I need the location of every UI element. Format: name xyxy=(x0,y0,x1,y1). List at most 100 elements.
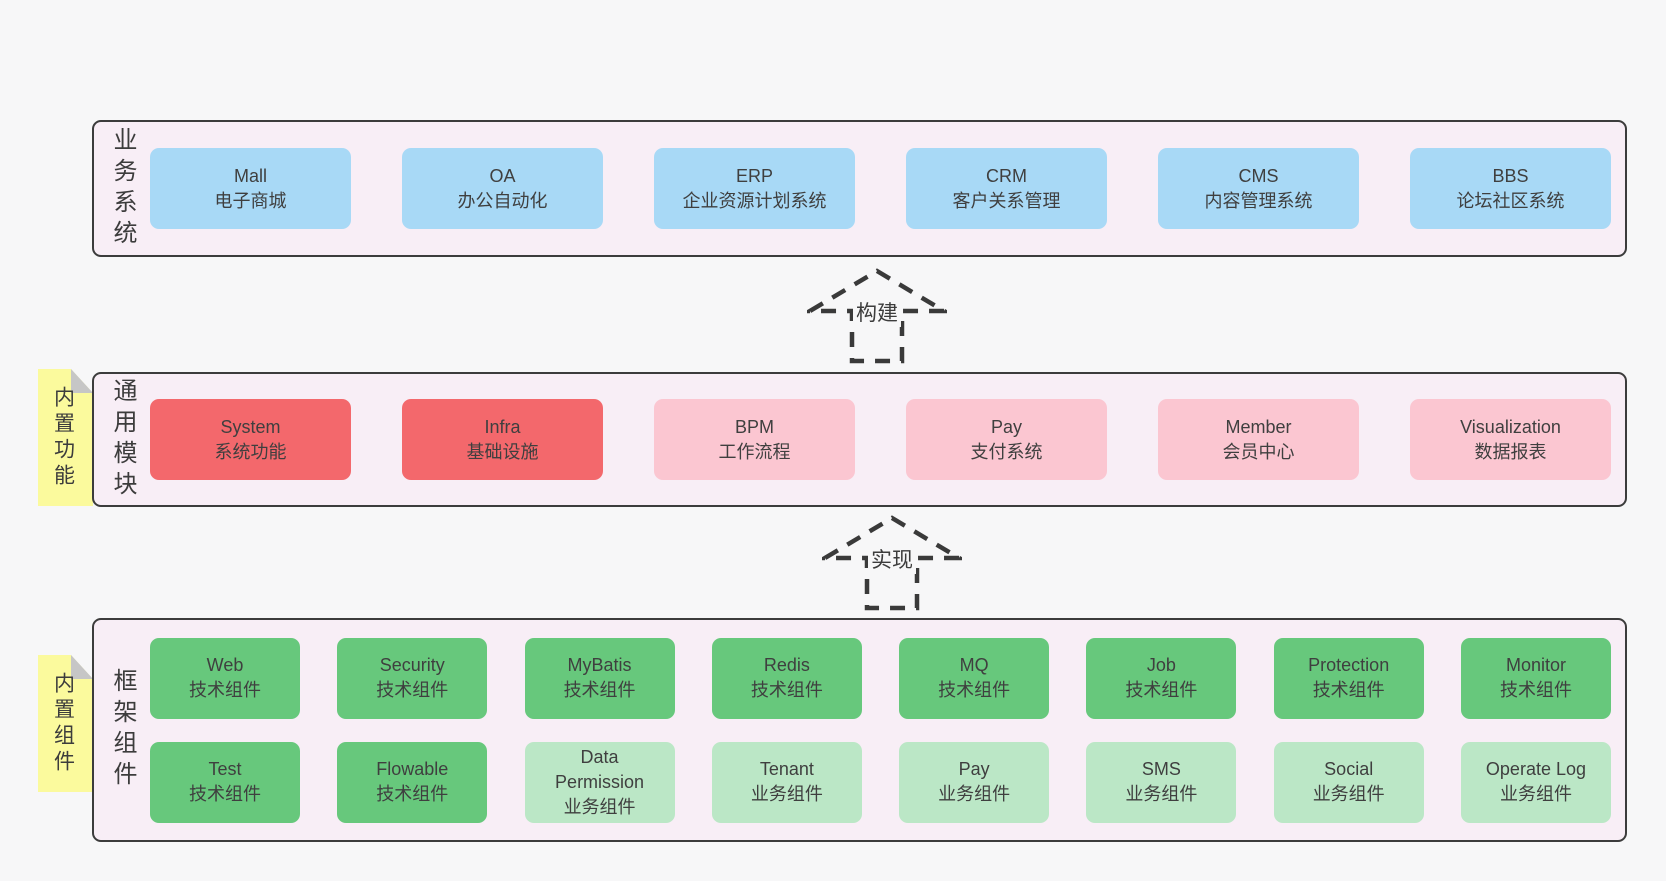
box-title: Social xyxy=(1324,759,1374,779)
diagram-box: Member 会员中心 xyxy=(1158,399,1359,480)
box-title: Pay xyxy=(990,416,1023,437)
box-subtitle: 技术组件 xyxy=(189,784,261,804)
box-subtitle: 数据报表 xyxy=(1474,441,1547,462)
box-subtitle: 办公自动化 xyxy=(457,190,548,211)
diagram-box: Job 技术组件 xyxy=(1086,637,1237,719)
diagram-box: BPM 工作流程 xyxy=(654,399,855,480)
sticky-note-built-in-components: 内置组件 xyxy=(38,655,93,792)
panel-side-label: 框架组件 xyxy=(109,668,136,792)
box-subtitle: 业务组件 xyxy=(563,796,636,817)
panel-common-modules: 通用模块 System 系统功能 Infra 基础设施 BPM 工作流程 Pay 支付系统 Me… xyxy=(92,372,1627,507)
box-title: Security xyxy=(379,655,445,675)
panel-side-label: 业务系统 xyxy=(109,126,136,251)
box-subtitle: 技术组件 xyxy=(563,680,636,700)
diagram-box: Operate Log 业务组件 xyxy=(1460,741,1611,823)
diagram-box: BBS 论坛社区系统 xyxy=(1410,148,1611,229)
box-title: Redis xyxy=(763,655,810,675)
box-subtitle: 论坛社区系统 xyxy=(1456,190,1565,211)
folded-corner-icon xyxy=(71,369,93,393)
box-subtitle: 支付系统 xyxy=(970,441,1043,462)
box-title: Operate Log xyxy=(1485,759,1586,779)
box-title: Protection xyxy=(1308,655,1390,675)
box-title: Infra xyxy=(484,416,521,437)
box-title: Member xyxy=(1225,416,1292,437)
box-subtitle: 基础设施 xyxy=(466,441,539,462)
box-title: System xyxy=(220,416,281,437)
box-subtitle: 技术组件 xyxy=(376,680,449,700)
sticky-note-built-in-functions: 内置功能 xyxy=(38,369,93,506)
sticky-note-shape xyxy=(38,655,93,792)
box-subtitle: 内容管理系统 xyxy=(1204,190,1313,211)
box-title: BBS xyxy=(1492,165,1529,186)
box-title: Web xyxy=(206,655,244,675)
box-subtitle: 会员中心 xyxy=(1222,441,1295,462)
arrow-label: 构建 xyxy=(853,297,901,327)
box-subtitle: 技术组件 xyxy=(1499,680,1572,700)
box-subtitle: 企业资源计划系统 xyxy=(682,190,827,211)
side-label-wrap: 框架组件 xyxy=(94,620,150,840)
folded-corner-icon xyxy=(71,655,93,679)
side-label-wrap: 业务系统 xyxy=(94,122,150,255)
box-subtitle: 系统功能 xyxy=(214,441,287,462)
diagram-box: Redis 技术组件 xyxy=(711,637,862,719)
diagram-box: MQ 技术组件 xyxy=(899,637,1050,719)
sticky-note-shape xyxy=(38,369,93,506)
dashed-up-arrow-icon xyxy=(822,515,962,611)
box-title: CRM xyxy=(986,165,1027,186)
box-subtitle: 技术组件 xyxy=(1312,680,1385,700)
box-title: Flowable xyxy=(376,759,449,779)
diagram-box: System 系统功能 xyxy=(150,399,351,480)
box-title: Data Permission xyxy=(555,746,645,792)
box-subtitle: 工作流程 xyxy=(718,441,791,462)
box-title: Tenant xyxy=(759,759,814,779)
diagram-box: Visualization 数据报表 xyxy=(1410,399,1611,480)
box-title: SMS xyxy=(1141,759,1181,779)
box-title: Job xyxy=(1146,655,1176,675)
box-title: Pay xyxy=(958,759,990,779)
dashed-up-arrow-icon xyxy=(807,268,947,364)
sticky-note-label: 内置组件 xyxy=(51,671,75,776)
diagram-box: Pay 业务组件 xyxy=(899,741,1050,823)
box-subtitle: 技术组件 xyxy=(750,680,823,700)
diagram-box: Data Permission 业务组件 xyxy=(524,741,675,823)
box-title: ERP xyxy=(735,165,773,186)
diagram-box: ERP 企业资源计划系统 xyxy=(654,148,855,229)
side-label-wrap: 通用模块 xyxy=(94,374,150,505)
diagram-box: Test 技术组件 xyxy=(150,741,300,823)
diagram-box: Web 技术组件 xyxy=(150,637,300,719)
diagram-box: Pay 支付系统 xyxy=(906,399,1107,480)
diagram-box: Infra 基础设施 xyxy=(402,399,603,480)
box-subtitle: 技术组件 xyxy=(1125,680,1198,700)
box-title: Mall xyxy=(233,165,267,186)
box-subtitle: 业务组件 xyxy=(938,784,1011,804)
box-title: Visualization xyxy=(1460,416,1561,437)
diagram-box: Monitor 技术组件 xyxy=(1460,637,1611,719)
box-subtitle: 业务组件 xyxy=(1499,784,1572,804)
arrow-build: 构建 xyxy=(807,268,947,364)
box-title: Test xyxy=(208,759,242,779)
arrow-label: 实现 xyxy=(868,544,916,574)
box-subtitle: 技术组件 xyxy=(189,680,261,700)
arrow-implement: 实现 xyxy=(822,515,962,611)
diagram-box: SMS 业务组件 xyxy=(1086,741,1237,823)
box-title: BPM xyxy=(734,416,774,437)
diagram-box: Protection 技术组件 xyxy=(1273,637,1424,719)
box-title: MQ xyxy=(959,655,989,675)
box-subtitle: 业务组件 xyxy=(1125,784,1198,804)
box-title: Monitor xyxy=(1505,655,1566,675)
box-subtitle: 电子商城 xyxy=(214,190,287,211)
box-subtitle: 技术组件 xyxy=(938,680,1011,700)
